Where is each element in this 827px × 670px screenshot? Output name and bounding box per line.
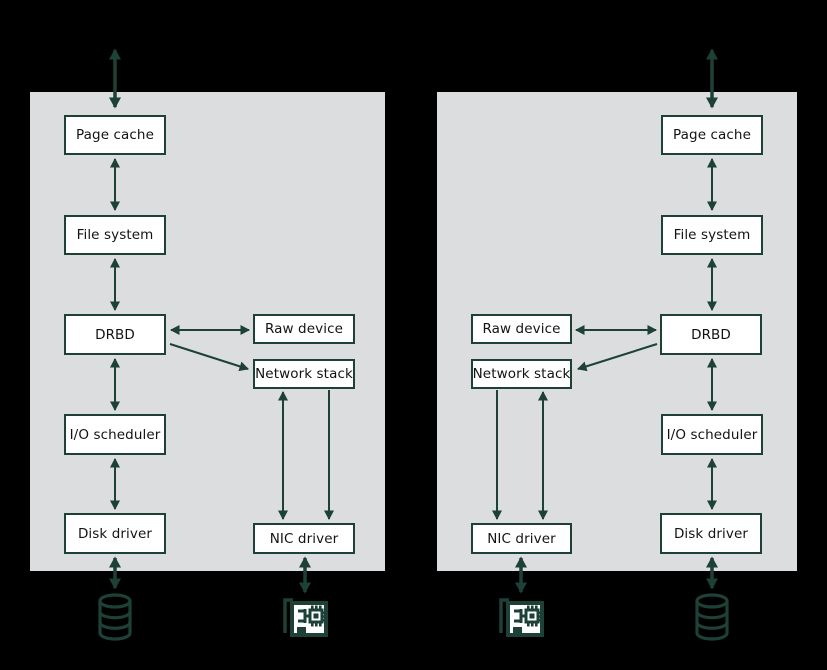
box-label: DRBD — [95, 326, 135, 343]
box-raw-device: Raw device — [253, 314, 355, 344]
box-drbd: DRBD — [660, 314, 762, 355]
node-panel-right: Page cache File system DRBD I/O schedule… — [437, 92, 797, 571]
box-label: Network stack — [255, 366, 353, 382]
box-file-system: File system — [661, 215, 763, 255]
box-io-scheduler: I/O scheduler — [661, 414, 763, 455]
box-file-system: File system — [64, 215, 166, 255]
box-label: NIC driver — [269, 530, 339, 547]
box-label: DRBD — [691, 326, 731, 343]
box-nic-driver: NIC driver — [471, 523, 572, 554]
box-label: Page cache — [673, 127, 751, 143]
box-raw-device: Raw device — [471, 314, 572, 344]
box-disk-driver: Disk driver — [64, 513, 166, 554]
box-label: Disk driver — [77, 525, 153, 542]
box-label: File system — [76, 227, 154, 243]
disk-icon — [695, 593, 729, 641]
box-network-stack: Network stack — [471, 359, 572, 389]
box-page-cache: Page cache — [661, 115, 763, 155]
box-label: Raw device — [264, 321, 344, 337]
box-nic-driver: NIC driver — [253, 523, 355, 554]
box-disk-driver: Disk driver — [660, 513, 762, 554]
box-network-stack: Network stack — [253, 359, 355, 389]
box-label: Raw device — [482, 321, 561, 337]
box-label: Page cache — [76, 127, 154, 143]
nic-icon — [283, 598, 328, 637]
box-label: Network stack — [472, 366, 571, 382]
box-label: File system — [673, 227, 751, 243]
box-io-scheduler: I/O scheduler — [64, 414, 166, 455]
box-page-cache: Page cache — [64, 115, 166, 155]
box-label: I/O scheduler — [69, 426, 161, 443]
disk-icon — [98, 593, 132, 641]
box-label: I/O scheduler — [666, 426, 758, 443]
box-drbd: DRBD — [64, 314, 166, 355]
box-label: Disk driver — [673, 525, 749, 542]
nic-icon — [499, 598, 544, 637]
box-label: NIC driver — [487, 530, 556, 547]
node-panel-left: Page cache File system DRBD I/O schedule… — [30, 92, 385, 571]
